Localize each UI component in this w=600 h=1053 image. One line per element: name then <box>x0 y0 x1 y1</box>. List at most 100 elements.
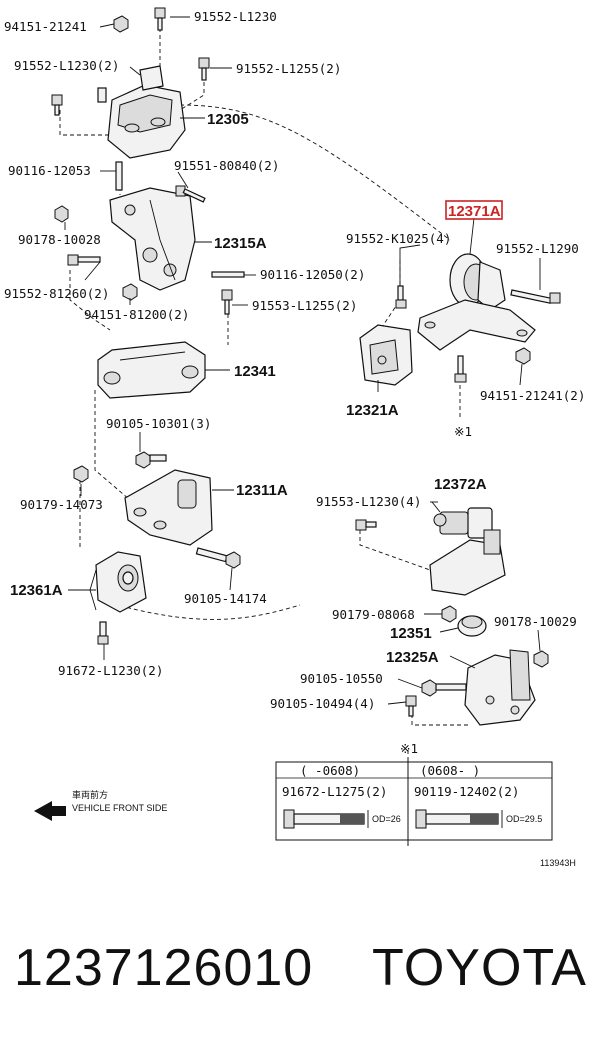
label-91672-L1230-2: 91672-L1230(2) <box>58 663 163 678</box>
bolt-91553-L1255 <box>221 289 233 315</box>
bolt-91552-L1230 <box>154 7 166 31</box>
nut-94151-21241 <box>113 15 129 33</box>
part-12361A-drawing <box>95 551 147 613</box>
label-90178-10029: 90178-10029 <box>494 614 577 629</box>
label-91553-L1255-2: 91553-L1255(2) <box>252 298 357 313</box>
bolt-91672-L1275-drawing <box>283 809 369 829</box>
leader-line <box>99 23 115 28</box>
parts-diagram: 94151-21241 91552-L1230 91552-L1230(2) 9… <box>4 7 585 868</box>
label-12372A: 12372A <box>434 476 487 493</box>
leader-line <box>397 678 423 689</box>
label-94151-21241-2: 94151-21241(2) <box>480 388 585 403</box>
bolt-91551-80840 <box>175 185 206 203</box>
label-12311A: 12311A <box>236 482 288 499</box>
nut-90178-10028 <box>54 205 69 223</box>
table-col2-range: (0608- ) <box>420 763 480 778</box>
leader-line <box>229 567 233 591</box>
leader-line <box>84 261 101 281</box>
leader-line <box>449 655 476 669</box>
part-12315A-drawing <box>109 187 196 291</box>
label-12325A: 12325A <box>386 649 439 666</box>
label-91552-81260-2: 91552-81260(2) <box>4 286 109 301</box>
bolt-91552-K1025 <box>395 285 407 309</box>
leader-line <box>387 701 407 705</box>
footer-part-number: 1237126010 <box>14 939 314 997</box>
table-col1-dim: OD=26 <box>372 814 401 824</box>
bolt-91552-L1230-2 <box>51 94 63 116</box>
part-12372A-drawing <box>429 507 506 596</box>
bolt-90105-10494 <box>405 695 417 717</box>
label-91552-K1025-4: 91552-K1025(4) <box>346 231 451 246</box>
leader-line <box>89 569 97 611</box>
label-91552-L1230-2: 91552-L1230(2) <box>14 58 119 73</box>
part-12351-drawing <box>457 615 487 637</box>
bolt-91552-L1255-2 <box>198 57 210 81</box>
leader-dashed <box>69 270 111 331</box>
part-12341-drawing <box>97 341 206 399</box>
front-label-en: VEHICLE FRONT SIDE <box>72 803 167 813</box>
leader-dashed <box>59 110 108 136</box>
label-90116-12050-2: 90116-12050(2) <box>260 267 365 282</box>
label-94151-81200-2: 94151-81200(2) <box>84 307 189 322</box>
label-90105-10494-4: 90105-10494(4) <box>270 696 375 711</box>
label-note1: ※1 <box>454 424 472 439</box>
nut-94151-81200 <box>122 283 138 301</box>
leader-dashed <box>99 599 301 620</box>
part-12321A-drawing <box>359 324 413 386</box>
label-90179-14073: 90179-14073 <box>20 497 103 512</box>
highlight-box-12371A <box>445 200 503 220</box>
leader-line <box>537 629 541 652</box>
label-12371A: 12371A <box>448 203 501 220</box>
label-90105-14174: 90105-14174 <box>184 591 267 606</box>
stud-90116-12053 <box>115 161 123 191</box>
leader-dashed <box>411 700 470 726</box>
label-note1-table: ※1 <box>400 741 418 756</box>
bolt-90105-14174 <box>195 547 241 569</box>
label-12315A: 12315A <box>214 235 267 252</box>
bolt-91552-81260 <box>67 254 101 266</box>
vehicle-front-arrow <box>34 801 66 821</box>
leader-line <box>469 217 475 255</box>
table-col2-dim: OD=29.5 <box>506 814 542 824</box>
part-12371A-drawing <box>417 253 536 351</box>
footer-brand: TOYOTA <box>372 939 587 997</box>
bolt-91552-L1290 <box>510 289 561 304</box>
bolt-note1 <box>454 355 467 383</box>
part-12305-drawing <box>97 65 186 159</box>
leader-dashed <box>94 390 131 501</box>
label-91551-80840-2: 91551-80840(2) <box>174 158 279 173</box>
label-91552-L1255-2: 91552-L1255(2) <box>236 61 341 76</box>
leader-line <box>431 501 441 513</box>
leader-line <box>129 66 141 76</box>
table-col1-range: ( -0608) <box>300 763 360 778</box>
bolt-91672-L1230 <box>97 621 109 645</box>
table-col2-part: 90119-12402(2) <box>414 784 519 799</box>
leader-dashed <box>379 260 401 331</box>
label-12361A: 12361A <box>10 582 63 599</box>
note-table: ( -0608) (0608- ) 91672-L1275(2) 90119-1… <box>275 758 553 846</box>
nut-94151-21241-2 <box>515 347 531 365</box>
table-col1-part: 91672-L1275(2) <box>282 784 387 799</box>
leader-dashed <box>359 530 431 571</box>
label-12341: 12341 <box>234 363 276 380</box>
nut-90179-14073 <box>73 465 89 483</box>
label-91552-L1230: 91552-L1230 <box>194 9 277 24</box>
part-12311A-drawing <box>124 469 213 546</box>
label-90105-10550: 90105-10550 <box>300 671 383 686</box>
label-90105-10301-3: 90105-10301(3) <box>106 416 211 431</box>
leader-line <box>177 171 189 189</box>
leader-line <box>399 244 421 286</box>
drawing-number: 113943H <box>540 858 576 868</box>
label-90178-10028: 90178-10028 <box>18 232 101 247</box>
label-12321A: 12321A <box>346 402 399 419</box>
leader-line <box>439 627 459 633</box>
label-94151-21241: 94151-21241 <box>4 19 87 34</box>
label-91552-L1290: 91552-L1290 <box>496 241 579 256</box>
label-12305: 12305 <box>207 111 249 128</box>
label-90179-08068: 90179-08068 <box>332 607 415 622</box>
stud-90116-12050 <box>211 271 245 278</box>
label-90116-12053: 90116-12053 <box>8 163 91 178</box>
part-12325A-drawing <box>464 649 536 726</box>
label-12351: 12351 <box>390 625 432 642</box>
bolt-90105-10550 <box>421 679 467 697</box>
